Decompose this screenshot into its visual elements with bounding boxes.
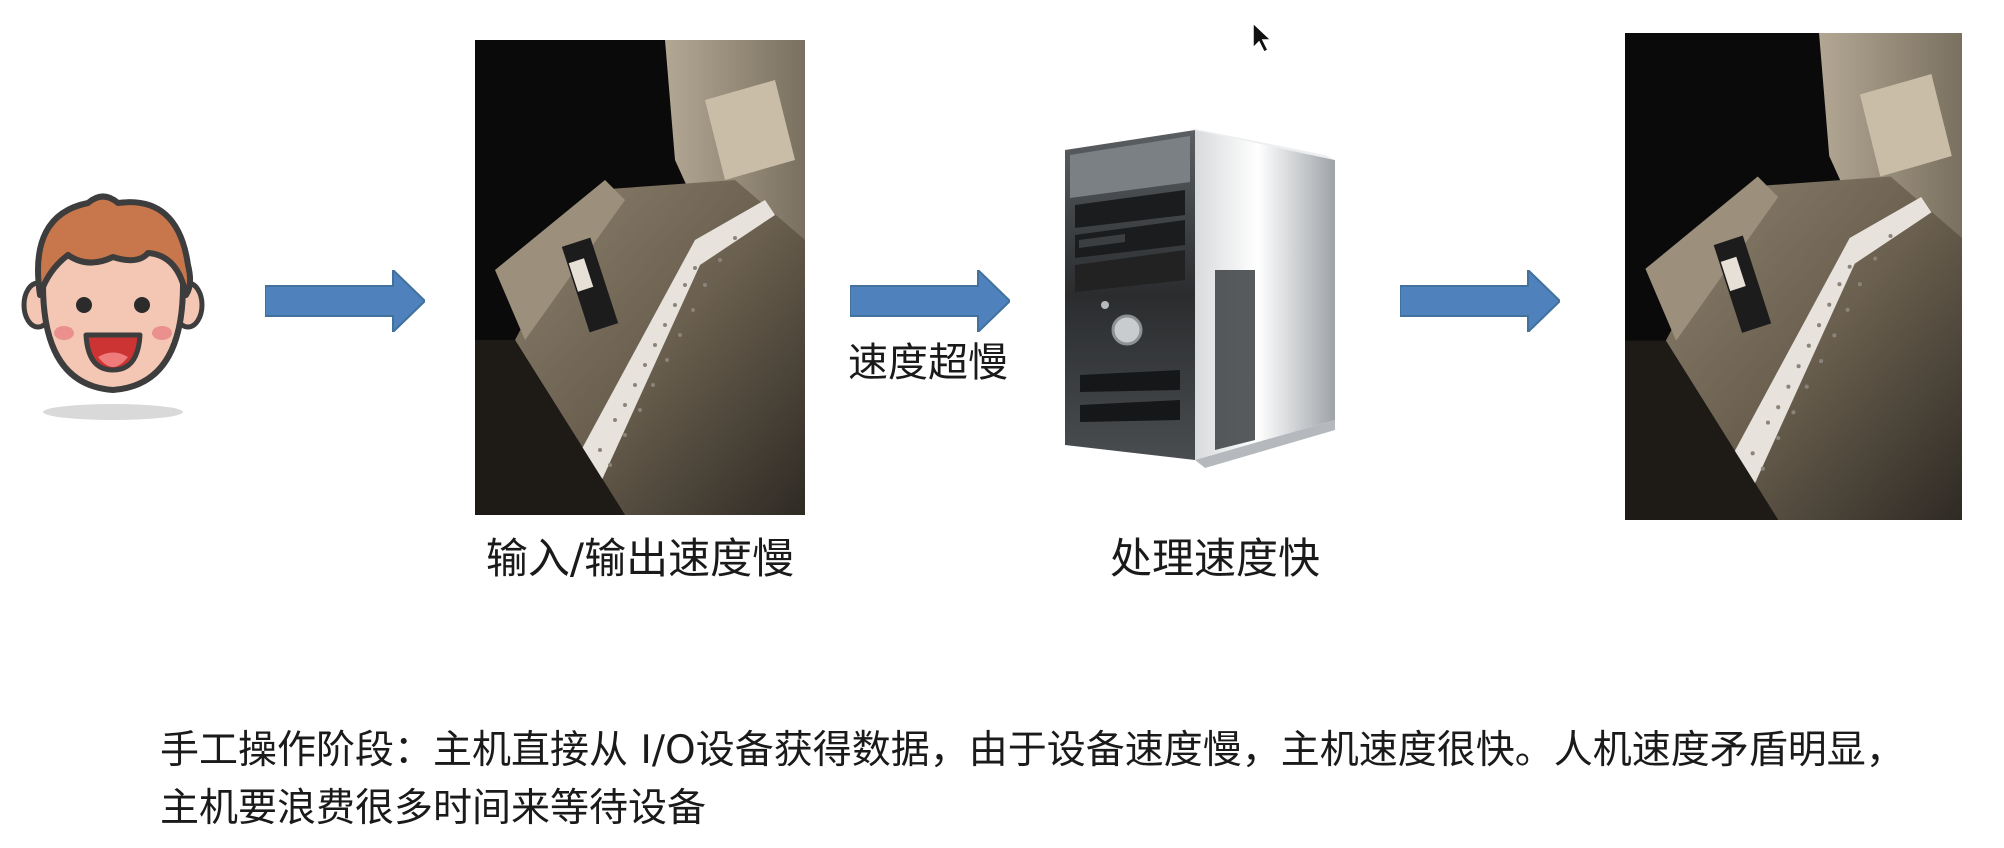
computer-tower-image xyxy=(1065,128,1335,468)
computer-label: 处理速度快 xyxy=(1109,534,1320,583)
punched-card-machine-image xyxy=(1625,33,1962,520)
mouse-cursor-icon xyxy=(1252,22,1273,54)
arrow-right-icon xyxy=(1400,270,1560,332)
arrow-label-slow: 速度超慢 xyxy=(848,340,1008,386)
slide-caption: 手工操作阶段：主机直接从 I/O设备获得数据，由于设备速度慢，主机速度很快。人机… xyxy=(160,728,1905,831)
punched-card-machine-image xyxy=(475,40,805,515)
card-reader-label: 输入/输出速度慢 xyxy=(485,534,795,583)
smiley-face-icon xyxy=(21,193,205,420)
arrow-right-icon xyxy=(265,270,425,332)
arrow-right-icon xyxy=(850,270,1010,332)
